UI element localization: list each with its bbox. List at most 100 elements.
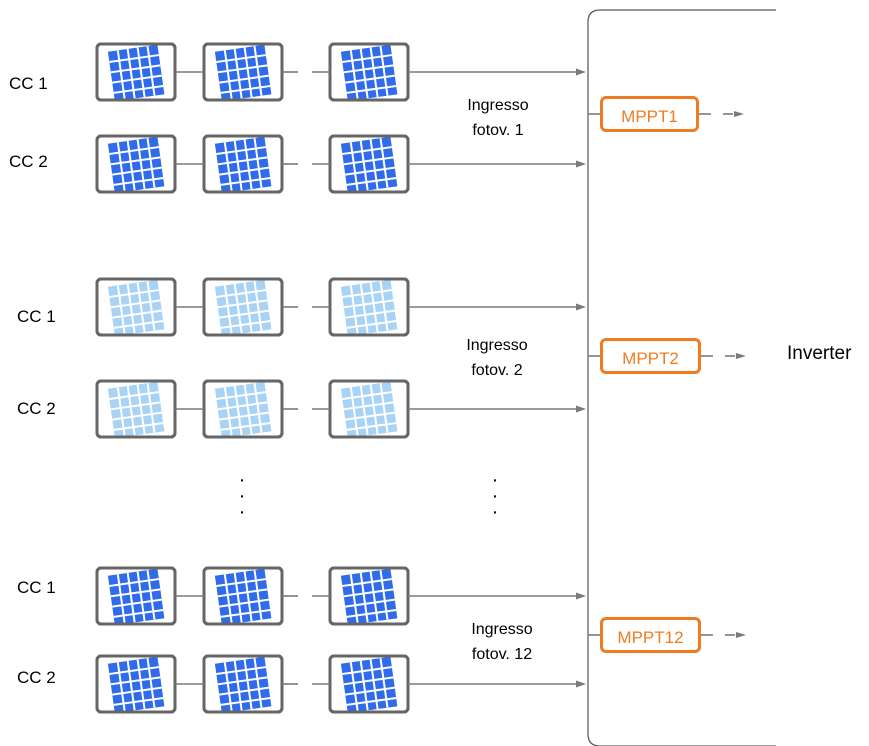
cell-divider	[369, 659, 379, 712]
cell-divider	[345, 309, 395, 319]
cell-divider	[359, 385, 369, 438]
cell-divider	[113, 696, 164, 706]
solar-cells	[340, 279, 398, 338]
cell-divider	[112, 309, 162, 319]
cell-divider	[243, 659, 253, 712]
input-label-g1-line1: Ingresso	[467, 97, 529, 114]
cell-divider	[216, 146, 267, 156]
cell-divider	[112, 166, 162, 176]
cell-divider	[342, 54, 393, 64]
mppt-output-arrow-3	[736, 632, 746, 638]
cell-divider	[369, 47, 379, 100]
solar-cells	[340, 136, 398, 195]
solar-cells	[107, 381, 165, 440]
cell-divider	[379, 46, 389, 98]
cell-divider	[216, 578, 267, 588]
cell-divider	[349, 50, 360, 102]
cell-divider	[146, 138, 156, 190]
cell-divider	[216, 54, 267, 64]
cell-divider	[342, 391, 393, 401]
cell-divider	[110, 299, 161, 309]
cell-divider	[346, 696, 397, 706]
cell-divider	[223, 285, 234, 337]
cell-divider	[146, 570, 156, 622]
cell-divider	[146, 281, 156, 333]
cell-divider	[343, 588, 394, 598]
cell-divider	[217, 401, 268, 411]
cell-divider	[126, 48, 136, 101]
string-label-g2-cc1: CC 1	[17, 307, 56, 326]
cell-divider	[223, 574, 234, 626]
cell-divider	[217, 588, 268, 598]
cell-divider	[219, 74, 269, 84]
cell-divider	[349, 142, 360, 194]
cell-divider	[126, 283, 136, 336]
inverter-box	[587, 9, 776, 746]
cell-divider	[359, 660, 369, 713]
cell-divider	[220, 421, 271, 431]
solar-cells	[340, 568, 398, 627]
solar-panel-g1-r2-p1	[95, 134, 177, 195]
cell-area	[340, 656, 398, 715]
string-wire-g3-r1-head	[576, 592, 586, 600]
cell-divider	[253, 138, 263, 190]
cell-divider	[110, 64, 161, 74]
cell-divider	[233, 48, 243, 101]
solar-panel-g1-r1-p1	[95, 42, 177, 103]
cell-divider	[349, 387, 360, 439]
cell-divider	[136, 282, 146, 335]
cell-divider	[110, 156, 161, 166]
string-wire-g2-r1-head	[576, 303, 586, 311]
string-wire-g1-r2-head	[576, 160, 586, 168]
cell-divider	[346, 84, 397, 94]
cell-divider	[217, 676, 268, 686]
solar-cells	[214, 136, 272, 195]
cell-divider	[359, 283, 369, 336]
cell-divider	[223, 662, 234, 714]
cell-area	[107, 381, 165, 440]
cell-area	[214, 381, 272, 440]
input-label-g3-line2: fotov. 12	[471, 646, 533, 663]
cell-divider	[345, 74, 395, 84]
cell-divider	[345, 411, 395, 421]
cell-area	[340, 279, 398, 338]
cell-divider	[112, 598, 162, 608]
cell-divider	[126, 572, 136, 625]
cell-divider	[113, 319, 164, 329]
cell-divider	[369, 384, 379, 437]
cell-divider	[343, 299, 394, 309]
cell-area	[107, 656, 165, 715]
cell-area	[214, 656, 272, 715]
ellipsis-dots-inputs: ···	[491, 469, 499, 523]
cell-area	[340, 568, 398, 627]
cell-divider	[113, 84, 164, 94]
cell-divider	[110, 401, 161, 411]
cell-divider	[359, 48, 369, 101]
solar-panel-g1-r2-p2	[202, 134, 284, 195]
solar-panel-g2-r2-p3	[328, 379, 410, 440]
cell-divider	[359, 572, 369, 625]
string-label-g3-cc2: CC 2	[17, 668, 56, 687]
cell-divider	[113, 608, 164, 618]
cell-divider	[116, 142, 127, 194]
cell-divider	[369, 139, 379, 192]
cell-divider	[343, 156, 394, 166]
cell-area	[107, 568, 165, 627]
mppt-box-12: MPPT12	[600, 617, 701, 653]
input-label-g1: Ingresso fotov. 1	[438, 93, 558, 143]
cell-divider	[136, 384, 146, 437]
solar-panel-g3-r2-p2	[202, 654, 284, 715]
cell-divider	[349, 662, 360, 714]
cell-divider	[116, 50, 127, 102]
solar-panel-g2-r2-p1	[95, 379, 177, 440]
cell-divider	[243, 571, 253, 624]
cell-divider	[345, 686, 395, 696]
cell-divider	[345, 598, 395, 608]
cell-divider	[346, 608, 397, 618]
cell-area	[107, 44, 165, 103]
cell-divider	[146, 46, 156, 98]
cell-divider	[109, 578, 160, 588]
cell-divider	[223, 387, 234, 439]
cell-divider	[243, 47, 253, 100]
